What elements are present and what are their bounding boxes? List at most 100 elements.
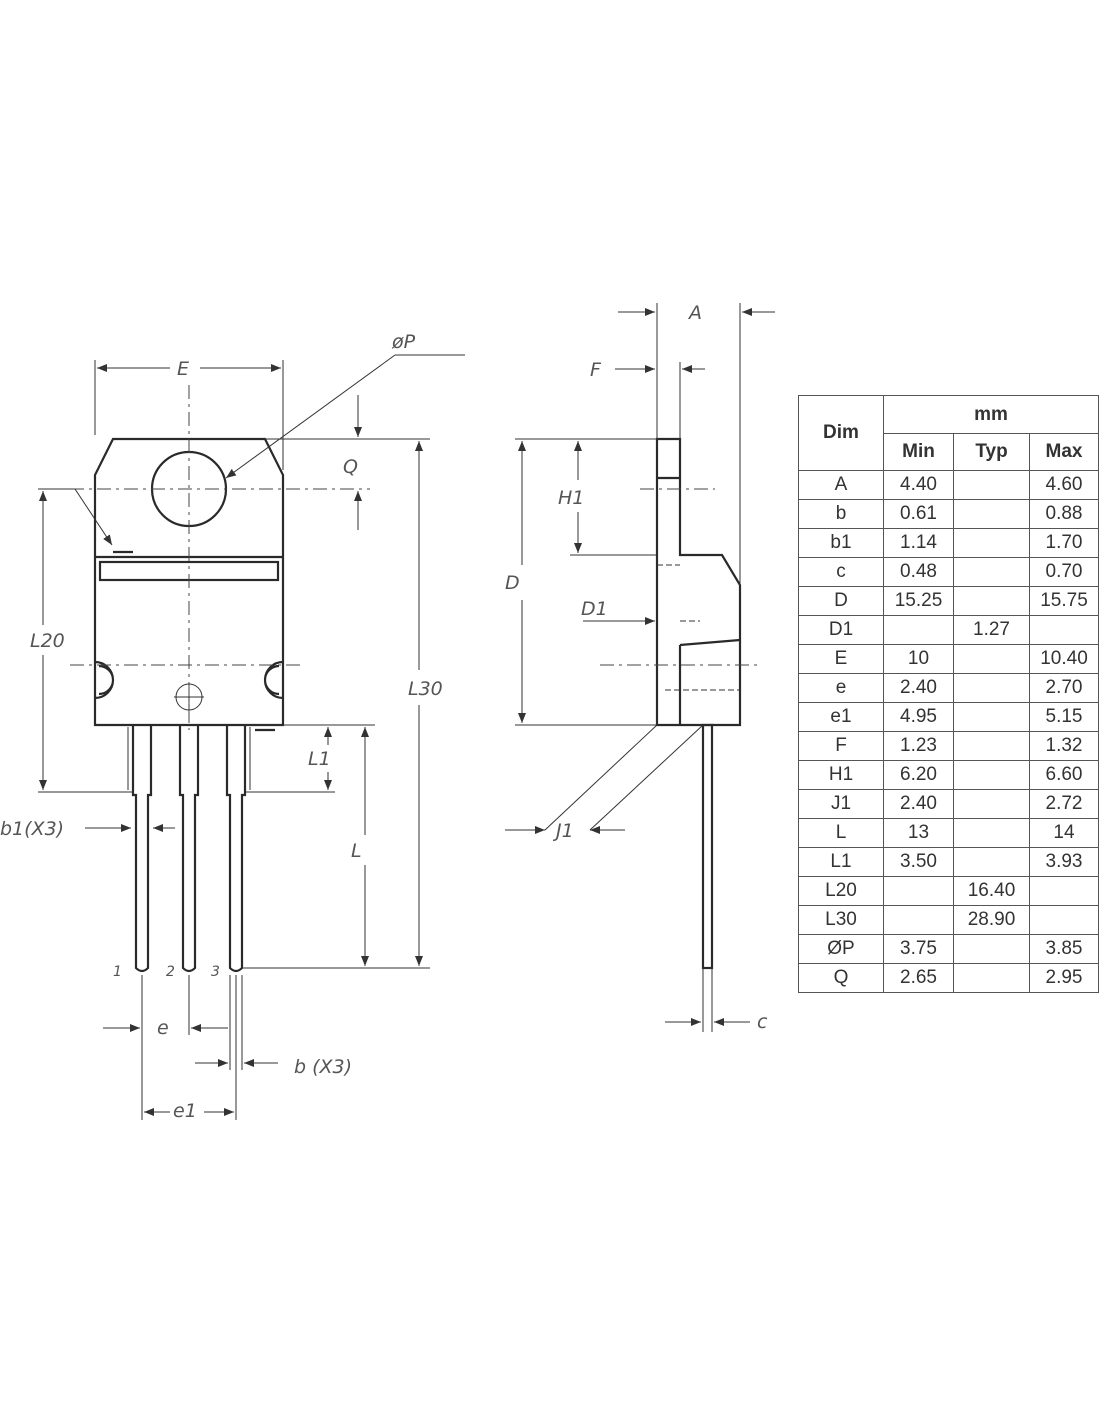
cell-dim: F: [798, 731, 884, 761]
dim-H1-label: H1: [558, 487, 584, 509]
cell-max: 3.93: [1029, 847, 1099, 877]
table-row: D1 1.27: [798, 615, 1099, 645]
side-lead: [701, 723, 714, 970]
dim-L-label: L: [351, 840, 362, 862]
cell-typ: 28.90: [953, 905, 1030, 935]
cell-min: 2.40: [883, 789, 954, 819]
pin-3-label: 3: [211, 964, 220, 980]
cell-typ: [953, 760, 1030, 790]
cell-min: [883, 905, 954, 935]
cell-max: 0.70: [1029, 557, 1099, 587]
pin-2-label: 2: [166, 964, 175, 980]
cell-max: [1029, 615, 1099, 645]
dim-D-label: D: [505, 572, 520, 594]
dim-b1-label: b1(X3): [0, 818, 64, 840]
cell-max: 14: [1029, 818, 1099, 848]
dim-F-label: F: [590, 359, 602, 381]
cell-min: 4.95: [883, 702, 954, 732]
left-notch: [94, 660, 115, 700]
cell-typ: [953, 644, 1030, 674]
cell-min: 6.20: [883, 760, 954, 790]
cell-max: [1029, 876, 1099, 906]
cell-dim: Q: [798, 963, 884, 993]
cell-typ: [953, 528, 1030, 558]
cell-min: 1.23: [883, 731, 954, 761]
cell-max: 0.88: [1029, 499, 1099, 529]
lead-1: [131, 725, 153, 973]
cell-min: 15.25: [883, 586, 954, 616]
cell-dim: e: [798, 673, 884, 703]
dim-D1-label: D1: [581, 598, 608, 620]
cell-max: 10.40: [1029, 644, 1099, 674]
cell-min: 13: [883, 818, 954, 848]
side-view: A F H1 D D1 J1 c: [505, 302, 775, 1033]
lead-3: [225, 725, 247, 973]
lead-2: [178, 725, 200, 973]
cell-typ: [953, 731, 1030, 761]
header-max: Max: [1029, 433, 1099, 471]
cell-min: 0.48: [883, 557, 954, 587]
cell-dim: c: [798, 557, 884, 587]
cell-max: 2.72: [1029, 789, 1099, 819]
cell-min: [883, 615, 954, 645]
cell-typ: [953, 673, 1030, 703]
cell-min: 1.14: [883, 528, 954, 558]
cell-max: 3.85: [1029, 934, 1099, 964]
header-dim: Dim: [798, 395, 884, 471]
cell-dim: L: [798, 818, 884, 848]
cell-max: 15.75: [1029, 586, 1099, 616]
dim-c-label: c: [757, 1011, 768, 1033]
cell-dim: A: [798, 470, 884, 500]
cell-max: 5.15: [1029, 702, 1099, 732]
dim-P-label: øP: [391, 331, 416, 353]
cell-min: 2.65: [883, 963, 954, 993]
cell-typ: [953, 586, 1030, 616]
cell-dim: L1: [798, 847, 884, 877]
dim-J1-label: J1: [552, 820, 574, 842]
cell-typ: 16.40: [953, 876, 1030, 906]
dim-e1-label: e1: [173, 1100, 197, 1122]
side-body-outline: [655, 437, 742, 727]
cell-typ: [953, 847, 1030, 877]
cell-max: 1.70: [1029, 528, 1099, 558]
cell-max: 6.60: [1029, 760, 1099, 790]
dim-b-label: b (X3): [294, 1056, 352, 1078]
cell-max: 1.32: [1029, 731, 1099, 761]
dim-L30-label: L30: [408, 678, 443, 700]
header-unit: mm: [883, 395, 1099, 434]
table-row: L20 16.40: [798, 876, 1099, 906]
cell-typ: [953, 934, 1030, 964]
cell-dim: b: [798, 499, 884, 529]
cell-min: 3.75: [883, 934, 954, 964]
cell-min: 4.40: [883, 470, 954, 500]
cell-dim: E: [798, 644, 884, 674]
dim-L1-label: L1: [308, 748, 331, 770]
cell-dim: H1: [798, 760, 884, 790]
cell-dim: L20: [798, 876, 884, 906]
dim-Q-label: Q: [343, 456, 358, 478]
cell-min: 10: [883, 644, 954, 674]
cell-min: 2.40: [883, 673, 954, 703]
cell-dim: D1: [798, 615, 884, 645]
cell-typ: 1.27: [953, 615, 1030, 645]
cell-dim: e1: [798, 702, 884, 732]
cell-typ: [953, 499, 1030, 529]
front-view: 1 2 3 E øP Q L30 L20 L1 L: [0, 331, 465, 1122]
cell-max: 2.95: [1029, 963, 1099, 993]
cell-typ: [953, 963, 1030, 993]
cell-max: 4.60: [1029, 470, 1099, 500]
